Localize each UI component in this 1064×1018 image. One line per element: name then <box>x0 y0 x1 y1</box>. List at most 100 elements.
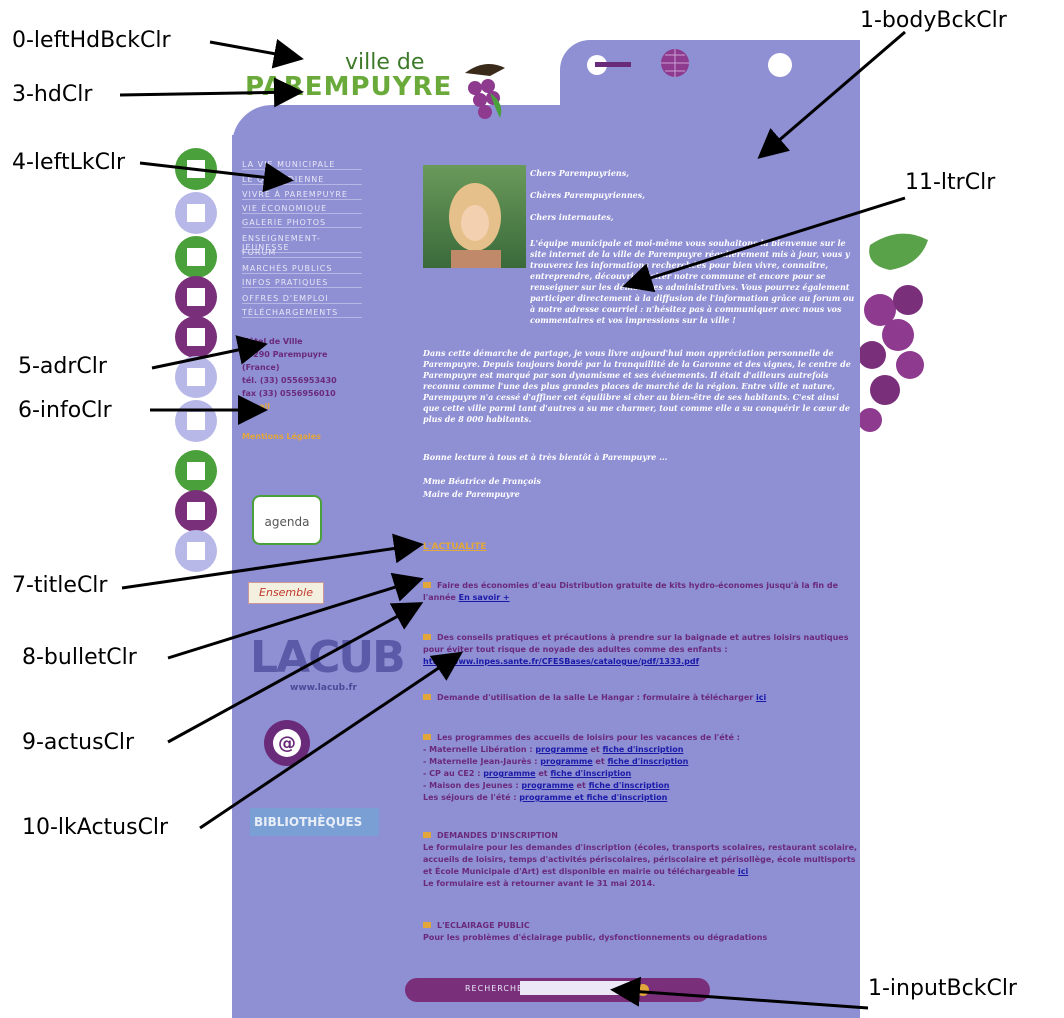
annotation-actus-clr: 9-actusClr <box>22 730 135 755</box>
svg-text:@: @ <box>278 733 296 754</box>
letter-greeting: Chères Parempuyriennes, <box>530 190 646 200</box>
bibliotheques-banner[interactable]: BIBLIOTHÈQUES <box>250 808 379 836</box>
news-link[interactable]: programme et fiche d'inscription <box>519 793 668 802</box>
arrow-actus-clr <box>167 602 424 744</box>
news-item: Des conseils pratiques et précautions à … <box>423 632 858 668</box>
annotation-left-lk-clr: 4-leftLkClr <box>12 150 126 175</box>
news-row-label: Les séjours de l'été : <box>423 793 517 802</box>
news-link[interactable]: programme <box>483 769 536 778</box>
menu-item-marches[interactable]: MARCHÉS PUBLICS <box>242 264 362 274</box>
letter-greeting: Chers internautes, <box>530 212 614 222</box>
news-link[interactable]: programme <box>535 745 588 754</box>
news-text: Les programmes des accueils de loisirs p… <box>437 733 740 742</box>
agenda-label: agenda <box>264 515 310 529</box>
nav-icon-5[interactable] <box>175 316 217 358</box>
lacub-url[interactable]: www.lacub.fr <box>290 683 357 693</box>
ensemble-banner[interactable]: Ensemble <box>248 582 324 604</box>
nav-icon-9[interactable] <box>175 490 217 532</box>
annotation-input-bck-clr: 1-inputBckClr <box>868 976 1017 1001</box>
letter-closing: Bonne lecture à tous et à très bientôt à… <box>423 452 668 462</box>
menu-item-economique[interactable]: VIE ÉCONOMIQUE <box>242 204 362 214</box>
menu-item-enseignement[interactable]: ENSEIGNEMENT-JEUNESSE <box>242 234 362 253</box>
globe-icon[interactable] <box>660 48 690 78</box>
bullet-icon <box>423 634 431 640</box>
nav-icon-8[interactable] <box>175 450 217 492</box>
news-text: Faire des économies d'eau Distribution g… <box>423 581 839 602</box>
news-row-label: - Maison des Jeunes : <box>423 781 519 790</box>
letter-greeting: Chers Parempuyriens, <box>530 168 630 178</box>
bullet-icon <box>423 832 431 838</box>
menu-item-vivre[interactable]: VIVRE À PAREMPUYRE <box>242 190 362 200</box>
search-input[interactable] <box>520 981 630 995</box>
search-bar: RECHERCHE <box>405 978 710 1002</box>
actualite-title: L'ACTUALITE <box>423 542 487 552</box>
news-link[interactable]: programme <box>540 757 593 766</box>
address-line: (France) <box>242 363 280 372</box>
news-row-sep: et <box>590 745 600 754</box>
news-item: DEMANDES D'INSCRIPTION Le formulaire pou… <box>423 830 858 890</box>
address-line: 33290 Parempuyre <box>242 350 328 359</box>
news-link[interactable]: http://www.inpes.sante.fr/CFESBases/cata… <box>423 657 700 666</box>
letter-signature: Maire de Parempuyre <box>423 489 520 499</box>
site-top-band <box>560 40 860 140</box>
legal-link[interactable]: Mentions Légales <box>242 432 321 441</box>
arrow-title-clr <box>121 533 424 590</box>
bullet-icon <box>423 922 431 928</box>
menu-item-emploi[interactable]: OFFRES D'EMPLOI <box>242 294 362 304</box>
news-link[interactable]: ici <box>738 867 749 876</box>
news-link[interactable]: En savoir + <box>458 593 510 602</box>
email-badge-icon[interactable]: @ <box>262 718 312 768</box>
news-item: Les programmes des accueils de loisirs p… <box>423 732 858 804</box>
search-label: RECHERCHE <box>465 984 524 993</box>
mayor-photo <box>423 165 526 268</box>
letter-paragraph: Dans cette démarche de partage, je vous … <box>423 348 851 424</box>
news-link[interactable]: fiche d'inscription <box>550 769 632 778</box>
nav-icon-3[interactable] <box>175 236 217 278</box>
annotation-left-hd-bck-clr: 0-leftHdBckClr <box>12 28 171 53</box>
news-text: Le formulaire pour les demandes d'inscri… <box>423 843 858 876</box>
menu-item-infos[interactable]: INFOS PRATIQUES <box>242 278 362 288</box>
news-row-label: - Maternelle Jean-Jaurès : <box>423 757 538 766</box>
site-body-background <box>232 135 860 1018</box>
news-link[interactable]: fiche d'inscription <box>602 745 684 754</box>
agenda-widget[interactable]: agenda <box>252 495 322 545</box>
bullet-icon <box>423 734 431 740</box>
home-icon[interactable] <box>767 52 793 78</box>
menu-item-galerie[interactable]: GALERIE PHOTOS <box>242 218 362 228</box>
nav-icon-10[interactable] <box>175 530 217 572</box>
news-row-label: - CP au CE2 : <box>423 769 481 778</box>
key-icon[interactable] <box>585 52 635 78</box>
arrow-bullet-clr <box>167 572 424 660</box>
nav-icon-2[interactable] <box>175 192 217 234</box>
menu-item-forum[interactable]: FORUM <box>242 248 362 258</box>
arrow-hd-clr <box>119 77 304 108</box>
news-item: Demande d'utilisation de la salle Le Han… <box>423 692 858 704</box>
nav-icon-7[interactable] <box>175 400 217 442</box>
menu-item-telechargements[interactable]: TÉLÉCHARGEMENTS <box>242 308 362 318</box>
annotation-ltr-clr: 11-ltrClr <box>905 170 996 195</box>
news-link[interactable]: fiche d'inscription <box>588 781 670 790</box>
annotation-body-bck-clr: 1-bodyBckClr <box>860 8 1007 33</box>
news-row-sep: et <box>595 757 605 766</box>
arrow-body-bck-clr <box>757 30 906 159</box>
news-title: DEMANDES D'INSCRIPTION <box>437 831 558 840</box>
nav-icon-4[interactable] <box>175 276 217 318</box>
news-link[interactable]: programme <box>521 781 574 790</box>
news-text: Pour les problèmes d'éclairage public, d… <box>423 933 768 942</box>
lacub-logo[interactable]: LACUB <box>250 632 406 683</box>
news-row-sep: et <box>576 781 586 790</box>
letter-paragraph-intro: L'équipe municipale et moi-même vous sou… <box>530 238 855 325</box>
address-line: Hôtel de Ville <box>242 337 303 346</box>
news-text: Le formulaire est à retourner avant le 3… <box>423 879 656 888</box>
news-link[interactable]: fiche d'inscription <box>607 757 689 766</box>
news-text: Demande d'utilisation de la salle Le Han… <box>437 693 754 702</box>
news-item: L'ECLAIRAGE PUBLIC Pour les problèmes d'… <box>423 920 858 944</box>
news-link[interactable]: ici <box>755 693 767 702</box>
site-logo-line1: ville de <box>345 50 425 75</box>
news-text: Des conseils pratiques et précautions à … <box>423 633 849 654</box>
news-item: Faire des économies d'eau Distribution g… <box>423 580 858 604</box>
address-line: fax (33) 0556956010 <box>242 389 336 398</box>
annotation-adr-clr: 5-adrClr <box>18 354 107 379</box>
news-row-label: - Maternelle Libération : <box>423 745 533 754</box>
address-line: tél. (33) 0556953430 <box>242 376 337 385</box>
